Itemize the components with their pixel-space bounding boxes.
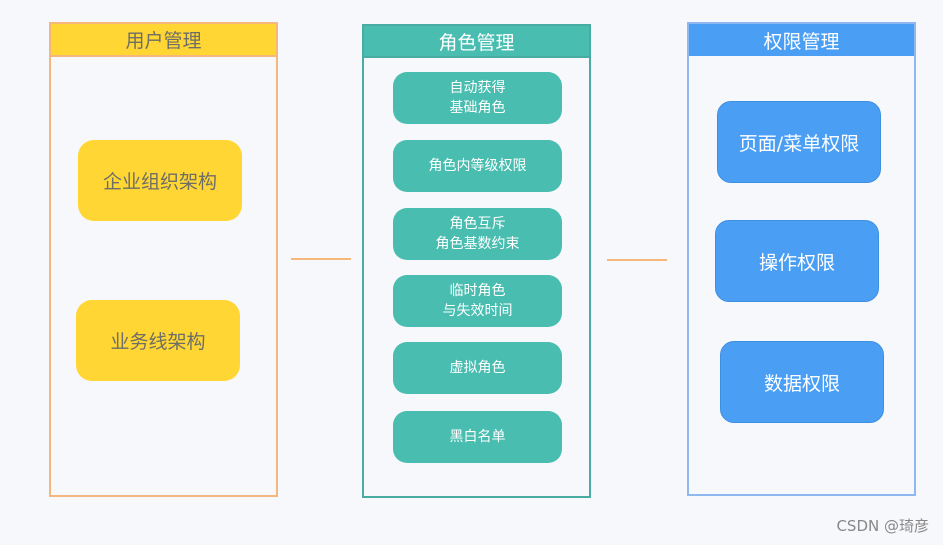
permission-management-panel: 权限管理 页面/菜单权限 操作权限 数据权限 xyxy=(687,22,916,496)
role-node[interactable]: 自动获得 基础角色 xyxy=(393,72,562,124)
role-node[interactable]: 角色互斥 角色基数约束 xyxy=(393,208,562,260)
permission-management-title: 权限管理 xyxy=(689,24,914,56)
org-structure-node[interactable]: 企业组织架构 xyxy=(78,140,242,221)
role-management-panel: 角色管理 自动获得 基础角色 角色内等级权限 角色互斥 角色基数约束 临时角色 … xyxy=(362,24,591,498)
page-menu-permission-node[interactable]: 页面/菜单权限 xyxy=(717,101,881,183)
operation-permission-node[interactable]: 操作权限 xyxy=(715,220,879,302)
role-node[interactable]: 黑白名单 xyxy=(393,411,562,463)
business-line-node[interactable]: 业务线架构 xyxy=(76,300,240,381)
role-node[interactable]: 虚拟角色 xyxy=(393,342,562,394)
connector-line xyxy=(607,259,667,261)
watermark: CSDN @琦彦 xyxy=(836,517,929,535)
connector-line xyxy=(291,258,351,260)
role-node[interactable]: 临时角色 与失效时间 xyxy=(393,275,562,327)
role-node[interactable]: 角色内等级权限 xyxy=(393,140,562,192)
data-permission-node[interactable]: 数据权限 xyxy=(720,341,884,423)
user-management-panel: 用户管理 企业组织架构 业务线架构 xyxy=(49,22,278,497)
user-management-title: 用户管理 xyxy=(51,24,276,57)
role-management-title: 角色管理 xyxy=(364,26,589,58)
